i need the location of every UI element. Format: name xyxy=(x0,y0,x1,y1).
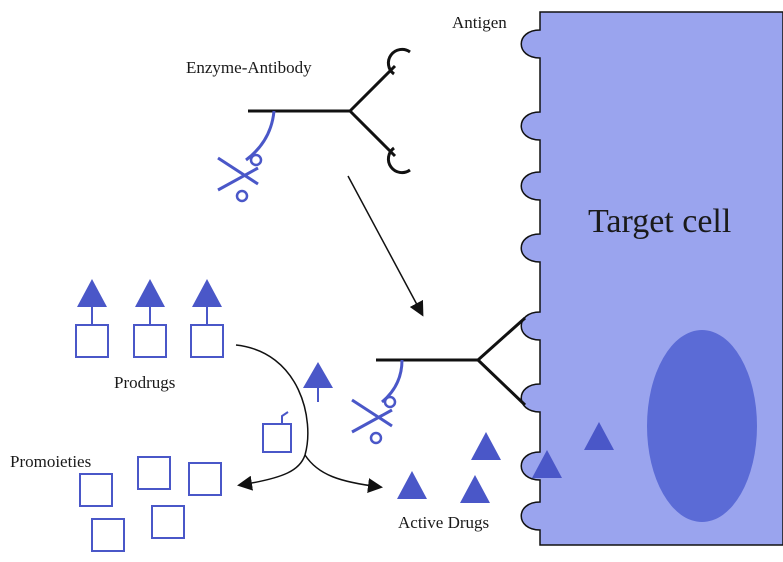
prodrugs-label: Prodrugs xyxy=(114,373,175,392)
square-icon xyxy=(79,473,113,507)
scissors-icon xyxy=(217,153,263,203)
enzyme-linker xyxy=(245,110,276,162)
binding-arrow xyxy=(347,175,424,317)
triangle-icon xyxy=(471,432,501,460)
bound-enzyme-linker xyxy=(381,359,404,404)
enzyme-antibody-conjugate-free xyxy=(217,47,411,203)
square-icon xyxy=(190,324,224,358)
square-icon xyxy=(75,324,109,358)
enzyme-antibody-label: Enzyme-Antibody xyxy=(186,58,312,77)
triangle-icon xyxy=(135,279,165,307)
promoieties-label: Promoieties xyxy=(10,452,91,471)
antibody-arm-lower xyxy=(348,109,397,158)
square-icon xyxy=(262,423,292,453)
bound-antibody-arm-lower xyxy=(476,358,527,407)
antigen-label: Antigen xyxy=(452,13,507,32)
triangle-icon xyxy=(532,450,562,478)
antibody-arm-upper xyxy=(348,64,397,113)
prodrug-3 xyxy=(190,279,224,358)
prodrug-1 xyxy=(75,279,109,358)
triangle-icon xyxy=(192,279,222,307)
prodrug-2 xyxy=(133,279,167,358)
reaction-curve-branch xyxy=(304,454,383,493)
reaction-curve xyxy=(235,344,309,491)
square-icon xyxy=(91,518,125,552)
active-drugs-group xyxy=(397,422,614,503)
active-drugs-label: Active Drugs xyxy=(398,513,489,532)
prodrugs-group xyxy=(75,279,224,358)
triangle-icon xyxy=(584,422,614,450)
target-cell-label: Target cell xyxy=(588,203,731,240)
square-icon xyxy=(133,324,167,358)
square-icon xyxy=(188,462,222,496)
triangle-icon xyxy=(397,471,427,499)
square-icon xyxy=(137,456,171,490)
bound-antibody-arm-upper xyxy=(477,316,526,362)
cleavage-intermediate xyxy=(262,362,333,453)
triangle-icon xyxy=(77,279,107,307)
scissors-icon xyxy=(351,395,397,445)
triangle-icon xyxy=(303,362,333,388)
cell-nucleus xyxy=(647,330,757,522)
triangle-icon xyxy=(460,475,490,503)
square-icon xyxy=(151,505,185,539)
antibody-binding-site-lower xyxy=(386,146,411,175)
antibody-binding-site-upper xyxy=(386,47,411,76)
enzyme-antibody-conjugate-bound xyxy=(351,316,527,445)
promoieties-group xyxy=(79,456,222,552)
